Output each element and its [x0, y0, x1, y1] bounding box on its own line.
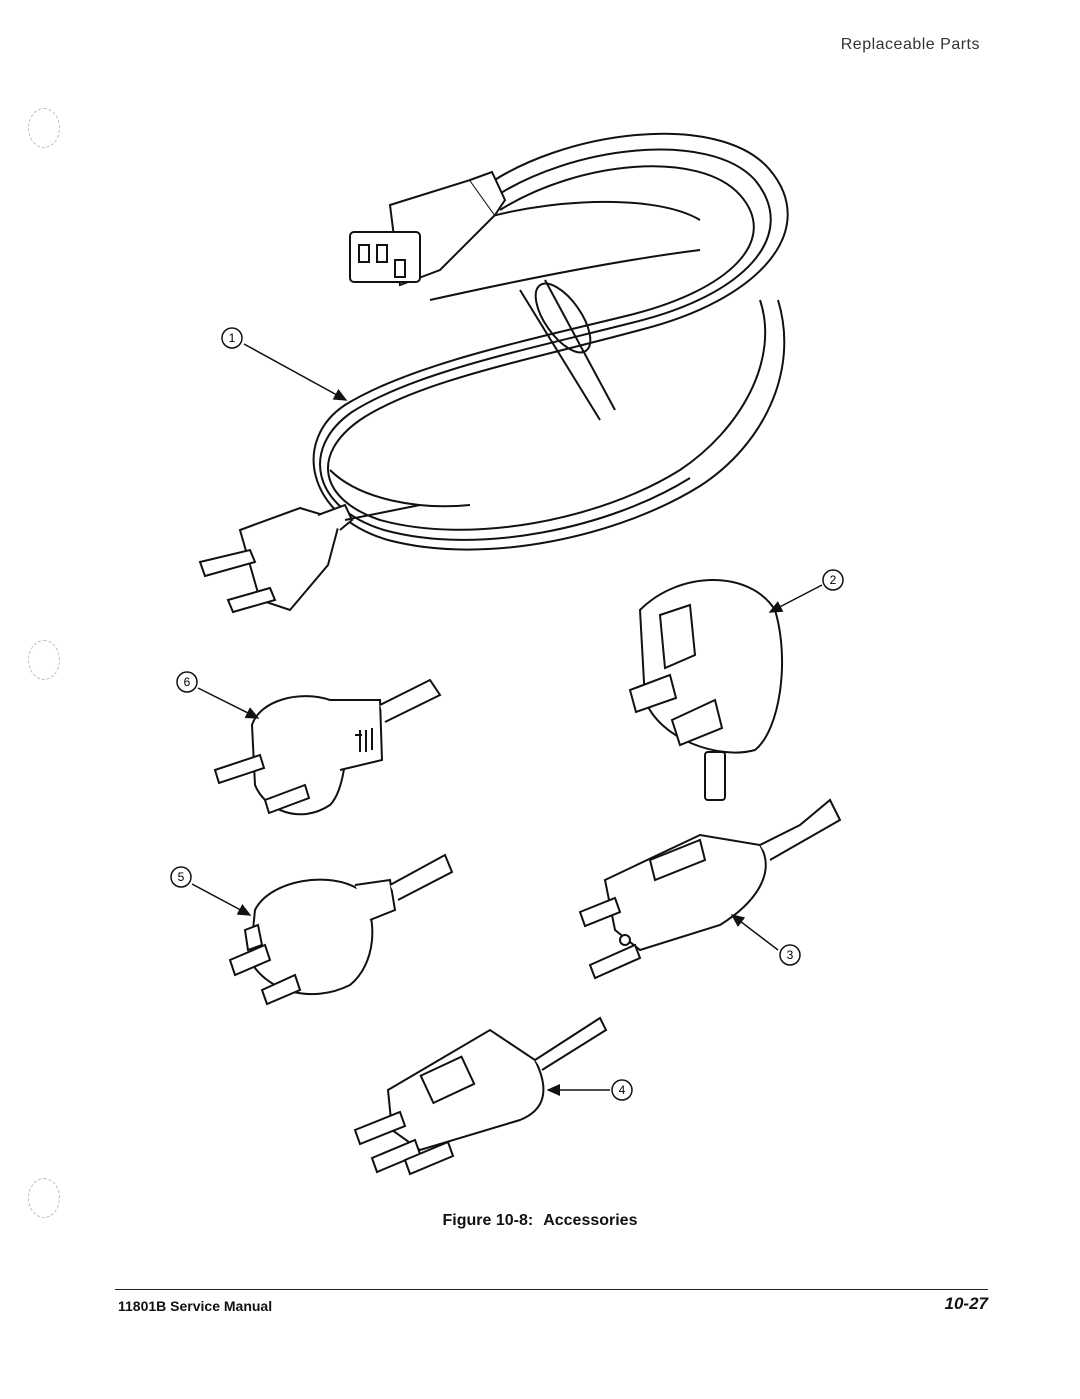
- round-plug: [228, 853, 454, 1006]
- figure-label: Figure 10-8:: [442, 1212, 534, 1229]
- figure-caption: Figure 10-8: Accessories: [0, 1212, 1080, 1230]
- callout-4: [546, 1079, 633, 1101]
- callout-5: [170, 866, 252, 916]
- schuko-plug: [213, 678, 442, 816]
- binder-hole: [28, 640, 60, 680]
- binder-hole: [28, 108, 60, 148]
- callout-2: [768, 569, 844, 613]
- section-title: Replaceable Parts: [840, 36, 980, 53]
- uk-plug: [628, 579, 784, 801]
- callout-6: [176, 671, 260, 719]
- iec-connector: [349, 170, 507, 287]
- page-number: 10-27: [944, 1294, 988, 1313]
- figure-title: Accessories: [543, 1212, 638, 1229]
- binder-hole: [28, 1178, 60, 1218]
- callout-3-label: 3: [787, 948, 794, 962]
- callout-6-label: 6: [184, 675, 191, 689]
- swiss-plug: [353, 1016, 608, 1176]
- manual-title: 11801B Service Manual: [118, 1298, 273, 1314]
- na-plug: [578, 798, 842, 980]
- power-cord-coil: [312, 132, 789, 551]
- callout-2-label: 2: [830, 573, 837, 587]
- footer-divider: [115, 1289, 988, 1290]
- callout-4-label: 4: [619, 1083, 626, 1097]
- callout-5-label: 5: [178, 870, 185, 884]
- callout-1: [221, 327, 348, 401]
- us-plug: [198, 503, 421, 614]
- callout-3: [730, 914, 801, 966]
- callout-1-label: 1: [229, 331, 236, 345]
